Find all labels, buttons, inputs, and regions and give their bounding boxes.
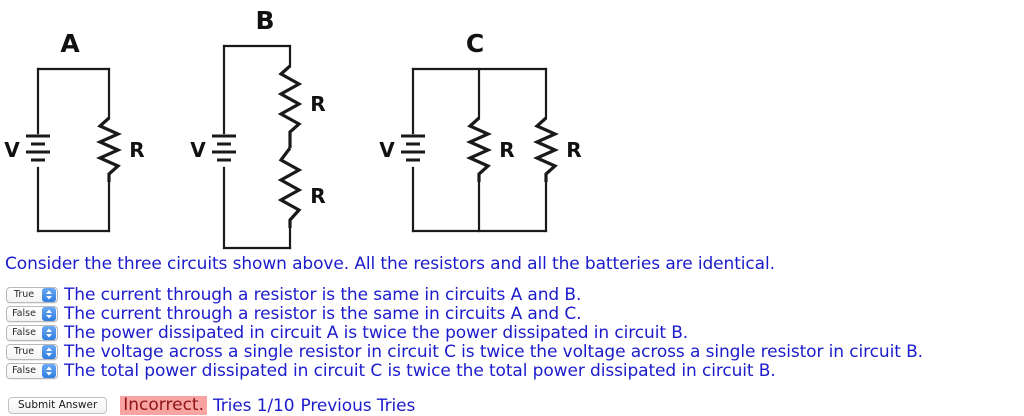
- statement-row: True The current through a resistor is t…: [0, 286, 1024, 304]
- answer-select-5-value: False: [12, 365, 36, 376]
- answer-footer: Submit Answer Incorrect. Tries 1/10 Prev…: [0, 395, 416, 416]
- circuit-c: C V R: [379, 29, 582, 233]
- question-prompt: Consider the three circuits shown above.…: [5, 254, 775, 274]
- answer-select-3-value: False: [12, 327, 36, 338]
- chevron-updown-icon[interactable]: [42, 364, 56, 378]
- circuit-c-resistor-2-label: R: [566, 138, 581, 162]
- chevron-updown-icon[interactable]: [42, 345, 56, 359]
- chevron-updown-icon[interactable]: [42, 326, 56, 340]
- statement-row: True The voltage across a single resisto…: [0, 343, 1024, 361]
- tries-counter: Tries 1/10: [212, 395, 295, 416]
- circuit-b-battery: [212, 134, 236, 162]
- answer-select-2[interactable]: False: [6, 306, 58, 322]
- circuit-c-resistor-1-label: R: [499, 138, 514, 162]
- chevron-updown-icon[interactable]: [42, 307, 56, 321]
- answer-select-4[interactable]: True: [6, 344, 58, 360]
- circuit-a-title: A: [60, 29, 80, 58]
- previous-tries-link[interactable]: Previous Tries: [300, 395, 416, 416]
- answer-select-3[interactable]: False: [6, 325, 58, 341]
- circuit-b-resistor-1-label: R: [310, 92, 325, 116]
- answer-select-1[interactable]: True: [6, 287, 58, 303]
- circuit-a-resistor-label: R: [129, 138, 144, 162]
- chevron-updown-icon[interactable]: [42, 288, 56, 302]
- circuit-c-battery: [401, 134, 425, 162]
- answer-select-2-value: False: [12, 308, 36, 319]
- circuit-a-battery: [26, 134, 50, 162]
- statement-row: False The power dissipated in circuit A …: [0, 324, 1024, 342]
- submit-answer-button[interactable]: Submit Answer: [8, 397, 108, 414]
- circuit-a: A V R: [4, 29, 145, 233]
- circuit-c-title: C: [466, 29, 484, 58]
- answer-select-5[interactable]: False: [6, 363, 58, 379]
- statement-text: The current through a resistor is the sa…: [64, 304, 582, 324]
- circuit-b: B V R R: [190, 6, 326, 250]
- circuit-c-battery-label: V: [379, 138, 395, 162]
- answer-select-1-value: True: [13, 289, 35, 300]
- circuit-a-battery-label: V: [4, 138, 20, 162]
- circuit-b-title: B: [255, 6, 274, 35]
- circuit-b-resistor-2: [277, 147, 303, 228]
- statement-text: The total power dissipated in circuit C …: [64, 361, 776, 381]
- verdict-badge: Incorrect.: [120, 396, 207, 415]
- circuit-b-resistor-1: [277, 64, 303, 148]
- statement-row: False The total power dissipated in circ…: [0, 362, 1024, 380]
- circuit-b-battery-label: V: [190, 138, 206, 162]
- circuit-c-resistor-1: [466, 116, 492, 182]
- circuit-diagrams-figure: A V R B: [4, 6, 582, 250]
- circuit-b-resistor-2-label: R: [310, 184, 325, 208]
- statement-list: True The current through a resistor is t…: [0, 286, 1024, 381]
- statement-row: False The current through a resistor is …: [0, 305, 1024, 323]
- circuit-a-resistor: [96, 116, 122, 182]
- statement-text: The voltage across a single resistor in …: [64, 342, 923, 362]
- answer-select-4-value: True: [13, 346, 35, 357]
- circuit-c-resistor-2: [533, 116, 559, 182]
- statement-text: The power dissipated in circuit A is twi…: [64, 323, 689, 343]
- statement-text: The current through a resistor is the sa…: [64, 285, 582, 305]
